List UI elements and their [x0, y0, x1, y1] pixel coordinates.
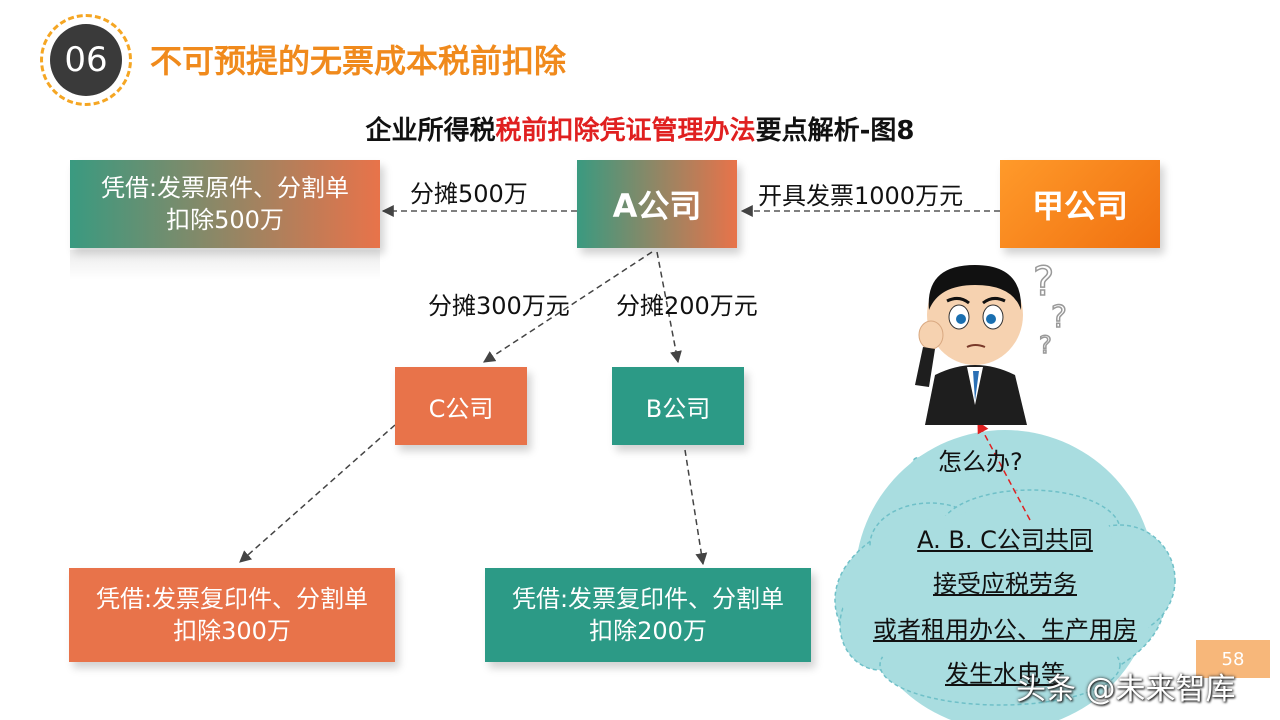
- cloud-line-1: A. B. C公司共同: [917, 526, 1093, 554]
- section-number-badge: 06: [50, 24, 122, 96]
- deduct-500-box: 凭借:发票原件、分割单 扣除500万: [70, 160, 380, 248]
- box-reflection: [70, 250, 380, 280]
- svg-text:?: ?: [1033, 259, 1054, 305]
- cloud-line-4: 发生水电等: [945, 660, 1065, 688]
- deduct-300-line1: 凭借:发票复印件、分割单: [95, 585, 369, 613]
- section-title: 不可预提的无票成本税前扣除: [150, 42, 567, 80]
- edge-b-to-bottom: [684, 449, 708, 566]
- label-allocate-500: 分摊500万: [410, 180, 528, 208]
- deduct-200-line1: 凭借:发票复印件、分割单: [511, 585, 785, 613]
- title-suffix: 要点解析-图8: [755, 116, 915, 146]
- watermark: 头条 @未来智库: [1016, 672, 1236, 707]
- svg-text:?: ?: [1051, 300, 1067, 335]
- edge-cloud-to-person: [977, 420, 1031, 521]
- deduct-500-line2: 扣除500万: [166, 206, 284, 234]
- company-a-box: A公司: [577, 160, 737, 248]
- company-b-box: B公司: [612, 367, 744, 445]
- title-highlight: 税前扣除凭证管理办法: [495, 116, 756, 146]
- cloud-line-3: 或者租用办公、生产用房: [873, 616, 1137, 644]
- page-number: 58: [1196, 640, 1270, 678]
- question-label: 怎么办?: [938, 448, 1023, 476]
- company-jia-box: 甲公司: [1000, 160, 1160, 248]
- edge-c-to-bottom: [239, 424, 396, 563]
- deduct-200-box: 凭借:发票复印件、分割单 扣除200万: [485, 568, 811, 662]
- cloud-line-2: 接受应税劳务: [933, 570, 1077, 598]
- label-invoice-1000: 开具发票1000万元: [758, 182, 964, 210]
- badge-ring: [40, 14, 132, 106]
- label-allocate-200: 分摊200万元: [616, 292, 758, 320]
- deduct-300-line2: 扣除300万: [173, 617, 291, 645]
- company-c-box: C公司: [395, 367, 527, 445]
- edge-a-to-b: [656, 251, 682, 364]
- deduct-300-box: 凭借:发票复印件、分割单 扣除300万: [69, 568, 395, 662]
- label-allocate-300: 分摊300万元: [428, 292, 570, 320]
- title-prefix: 企业所得税: [365, 116, 496, 146]
- deduct-200-line2: 扣除200万: [589, 617, 707, 645]
- svg-text:?: ?: [1039, 331, 1052, 359]
- confused-person-icon: ? ? ?: [915, 258, 1068, 425]
- deduct-500-line1: 凭借:发票原件、分割单: [100, 174, 350, 202]
- edge-a-to-c: [482, 251, 653, 363]
- page-title: 企业所得税税前扣除凭证管理办法要点解析-图8: [0, 110, 1280, 147]
